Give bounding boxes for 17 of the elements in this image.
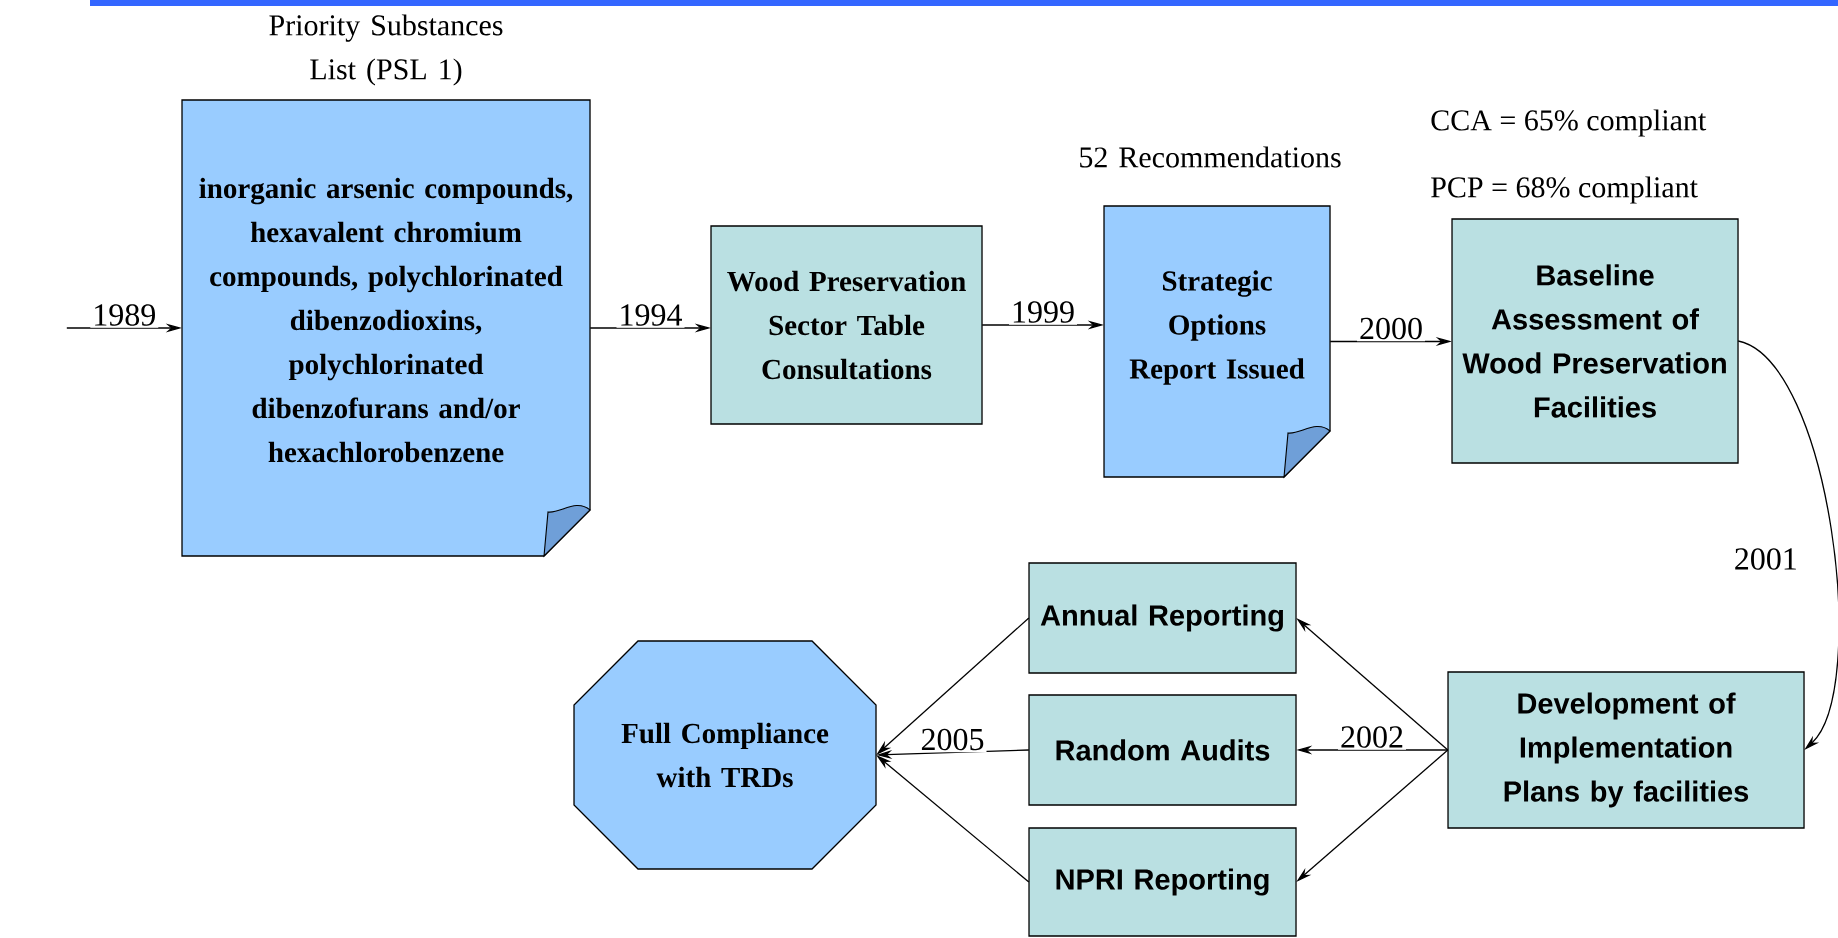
process-box: Annual Reporting xyxy=(1028,562,1297,674)
note-text: PCP = 68% compliant xyxy=(1431,176,1698,204)
process-box: Development of Implementation Plans by facilities xyxy=(1447,671,1805,829)
process-box: NPRI Reporting xyxy=(1028,827,1297,937)
edge-label: 2002 xyxy=(1338,724,1406,750)
note-text: CCA = 65% compliant xyxy=(1431,109,1707,137)
caption-text: Priority Substances List (PSL 1) xyxy=(269,14,503,86)
process-box: Wood Preservation Sector Table Consultations xyxy=(710,225,983,425)
edge-label: 2000 xyxy=(1357,315,1425,342)
edge-label: 1999 xyxy=(1009,299,1077,325)
edge-label: 2005 xyxy=(918,726,987,753)
process-box: Baseline Assessment of Wood Preservation Facilities xyxy=(1451,218,1739,464)
edge-label: 1994 xyxy=(616,302,685,328)
caption-text: 52 Recommendations xyxy=(1080,146,1341,168)
edge-label: 2001 xyxy=(1731,546,1800,572)
edge-label: 1989 xyxy=(90,302,159,328)
process-box: Random Audits xyxy=(1028,694,1297,806)
